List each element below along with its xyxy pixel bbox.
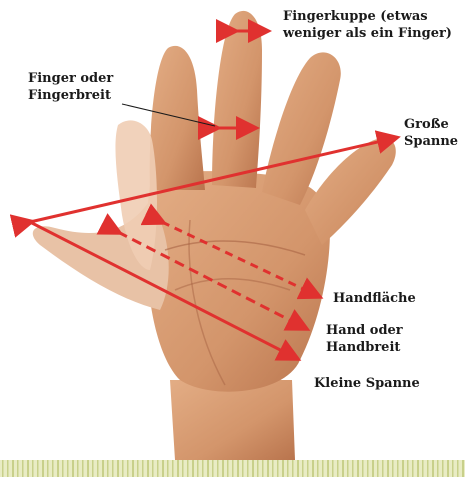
label-fingerkuppe-line2: weniger als ein Finger) xyxy=(283,25,452,42)
palm xyxy=(146,171,330,392)
index-finger xyxy=(150,46,205,190)
label-hand: Hand oder Handbreit xyxy=(326,322,403,356)
label-grosse-line2: Spanne xyxy=(404,133,458,150)
label-fingerkuppe: Fingerkuppe (etwas weniger als ein Finge… xyxy=(283,8,452,42)
middle-finger xyxy=(212,11,262,188)
label-handflaeche: Handfläche xyxy=(333,290,416,307)
label-grosse-line1: Große xyxy=(404,116,458,133)
label-kleine-spanne-text: Kleine Spanne xyxy=(314,375,420,392)
wrist xyxy=(170,380,295,460)
label-handflaeche-text: Handfläche xyxy=(333,290,416,307)
label-hand-line1: Hand oder xyxy=(326,322,403,339)
label-hand-line2: Handbreit xyxy=(326,339,403,356)
label-grosse-spanne: Große Spanne xyxy=(404,116,458,150)
label-finger-line1: Finger oder xyxy=(28,70,113,87)
decorative-stripe-band xyxy=(0,460,465,477)
label-fingerkuppe-line1: Fingerkuppe (etwas xyxy=(283,8,452,25)
label-kleine-spanne: Kleine Spanne xyxy=(314,375,420,392)
label-finger-line2: Fingerbreit xyxy=(28,87,113,104)
label-finger: Finger oder Fingerbreit xyxy=(28,70,113,104)
